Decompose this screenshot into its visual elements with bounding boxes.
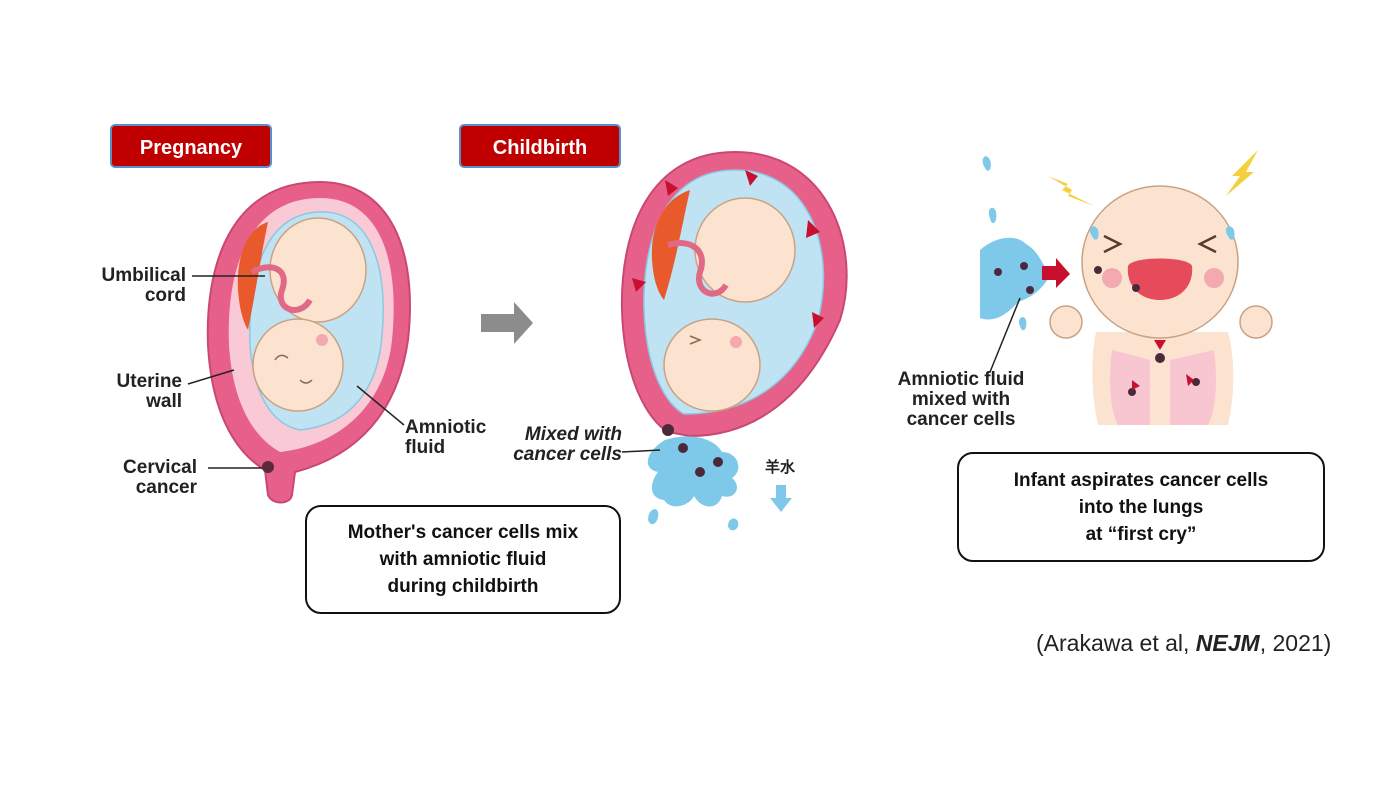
mother-callout-line3: during childbirth (387, 576, 539, 597)
infant-illustration (980, 150, 1273, 425)
umbilical-cord-label-line1: Umbilical (101, 265, 186, 286)
afluid-label-line2: mixed with (911, 389, 1011, 410)
citation-suffix: , 2021) (1259, 630, 1332, 656)
mother-callout-line1: Mother's cancer cells mix (347, 522, 579, 543)
childbirth-tag: Childbirth (459, 124, 621, 168)
uterine-wall-label-line2: wall (146, 391, 182, 412)
childbirth-uterus (620, 150, 848, 531)
umbilical-cord-label-line2: cord (144, 285, 186, 306)
citation: (Arakawa et al, NEJM, 2021) (1036, 630, 1331, 657)
amniotic-fluid-label: Amniotic fluid (405, 418, 486, 458)
mixed-label-line2: cancer cells (513, 444, 622, 465)
umbilical-cord-label: Umbilical cord (90, 266, 186, 306)
amniotic-fluid-label-line2: fluid (405, 437, 446, 458)
mixed-label-line1: Mixed with (524, 424, 622, 445)
pregnancy-tag: Pregnancy (110, 124, 272, 168)
afluid-label-line1: Amniotic fluid (897, 369, 1025, 390)
infant-callout-line3: at “first cry” (1085, 523, 1197, 545)
cervical-cancer-label: Cervical cancer (100, 458, 197, 498)
infant-callout-line2: into the lungs (1078, 496, 1204, 518)
cervical-cancer-label-line1: Cervical (123, 457, 197, 478)
infant-callout-box: Infant aspirates cancer cells into the l… (957, 452, 1325, 562)
pregnancy-uterus (187, 180, 411, 504)
japanese-amniotic-label: 羊水 (765, 458, 796, 476)
citation-prefix: (Arakawa et al, (1036, 630, 1196, 656)
infant-callout-line1: Infant aspirates cancer cells (1013, 469, 1269, 491)
uterine-wall-label: Uterine wall (90, 372, 182, 412)
mixed-with-cancer-cells-label: Mixed with cancer cells (500, 425, 622, 465)
cervical-cancer-label-line2: cancer (135, 477, 197, 498)
amniotic-fluid-mixed-label: Amniotic fluid mixed with cancer cells (892, 370, 1030, 430)
citation-journal: NEJM (1195, 630, 1260, 656)
afluid-label-line3: cancer cells (906, 409, 1016, 430)
progress-arrow-icon (481, 302, 533, 344)
amniotic-fluid-label-line1: Amniotic (405, 417, 487, 438)
mother-callout-line2: with amniotic fluid (379, 549, 547, 570)
uterine-wall-label-line1: Uterine (116, 371, 182, 392)
mother-callout-box: Mother's cancer cells mix with amniotic … (305, 505, 621, 614)
